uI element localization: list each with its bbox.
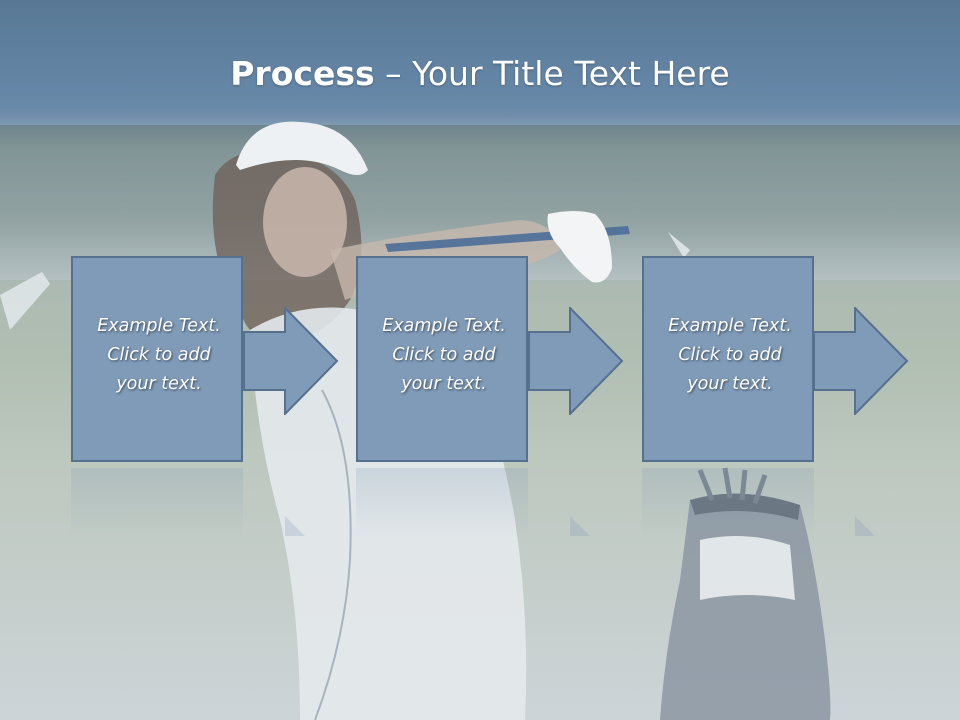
- process-step-1[interactable]: Example Text. Click to add your text.: [71, 256, 243, 462]
- step-2-line-2: Click to add: [392, 345, 496, 365]
- step-1-line-3: your text.: [116, 374, 202, 394]
- process-arrow-1[interactable]: [243, 307, 339, 415]
- flag-shape: [668, 232, 690, 258]
- step-2-line-3: your text.: [401, 374, 487, 394]
- step-2-text: Example Text. Click to add your text.: [358, 312, 530, 399]
- golf-glove: [547, 211, 612, 283]
- step-2-line-1: Example Text.: [382, 316, 506, 336]
- step-1-line-1: Example Text.: [97, 316, 221, 336]
- process-step-2[interactable]: Example Text. Click to add your text.: [356, 256, 528, 462]
- golfer-cap: [236, 121, 368, 175]
- step-3-line-1: Example Text.: [668, 316, 792, 336]
- title-rest: – Your Title Text Here: [374, 54, 730, 93]
- step-3-line-3: your text.: [687, 374, 773, 394]
- golfer-face: [263, 167, 347, 277]
- step-3-line-2: Click to add: [678, 345, 782, 365]
- step-1-line-2: Click to add: [107, 345, 211, 365]
- shapes-reflection: [71, 468, 875, 538]
- step-1-text: Example Text. Click to add your text.: [73, 312, 245, 399]
- step-3-text: Example Text. Click to add your text.: [644, 312, 816, 399]
- golf-club-head-left: [0, 272, 50, 330]
- process-step-3[interactable]: Example Text. Click to add your text.: [642, 256, 814, 462]
- process-arrow-3[interactable]: [813, 307, 909, 415]
- title-bold: Process: [230, 54, 375, 93]
- earphone-cord: [314, 389, 352, 720]
- slide-title[interactable]: Process – Your Title Text Here: [0, 52, 960, 96]
- header-band: [0, 0, 960, 130]
- process-arrow-2[interactable]: [528, 307, 624, 415]
